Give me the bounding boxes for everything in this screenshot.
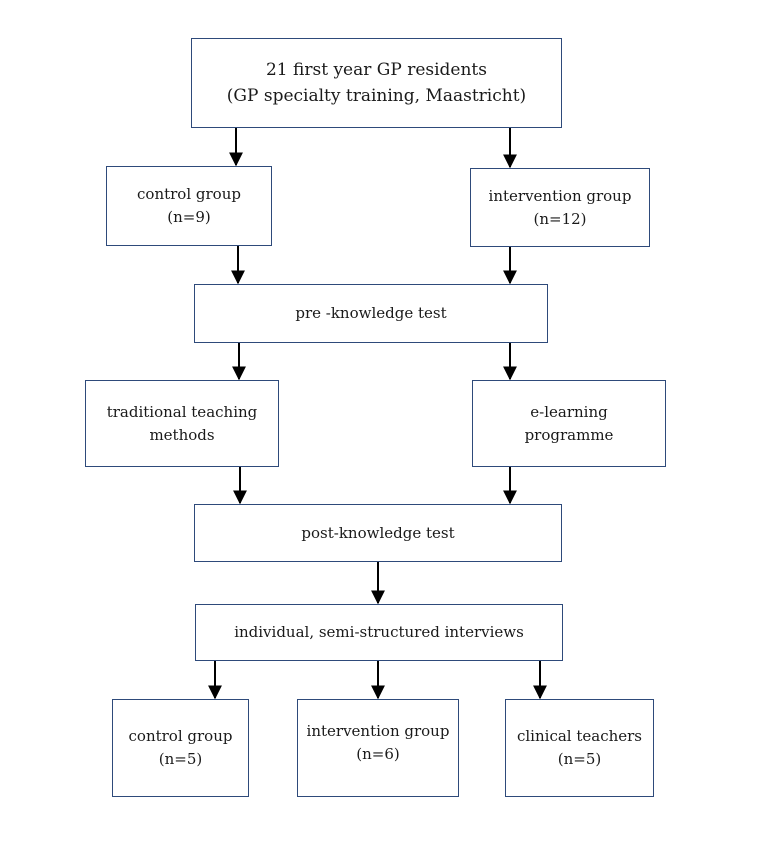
intervention-interviews-node: intervention group (n=6) bbox=[297, 699, 459, 797]
clinical-teachers-count: (n=5) bbox=[557, 750, 602, 768]
traditional-teaching-node: traditional teaching methods bbox=[85, 380, 279, 467]
elearning-line1: e-learning bbox=[530, 402, 608, 421]
intervention-interviews-count: (n=6) bbox=[356, 745, 400, 763]
interviews-label: individual, semi-structured interviews bbox=[234, 623, 524, 641]
post-knowledge-test-label: post-knowledge test bbox=[301, 523, 455, 542]
clinical-teachers-node: clinical teachers (n=5) bbox=[505, 699, 654, 797]
interviews-node: individual, semi-structured interviews bbox=[195, 604, 563, 661]
control-group-node: control group (n=9) bbox=[106, 166, 272, 246]
traditional-teaching-line1: traditional teaching bbox=[106, 402, 258, 421]
root-node-line2: (GP specialty training, Maastricht) bbox=[226, 86, 527, 106]
control-interviews-label: control group bbox=[128, 727, 233, 745]
post-knowledge-test-node: post-knowledge test bbox=[194, 504, 562, 562]
root-node-line1: 21 first year GP residents bbox=[265, 60, 487, 80]
intervention-interviews-label: intervention group bbox=[306, 722, 450, 740]
intervention-group-node: intervention group (n=12) bbox=[470, 168, 650, 247]
elearning-line2: programme bbox=[524, 425, 614, 444]
control-interviews-count: (n=5) bbox=[158, 750, 203, 768]
elearning-node: e-learning programme bbox=[472, 380, 666, 467]
intervention-group-label: intervention group bbox=[488, 186, 632, 205]
pre-knowledge-test-label: pre -knowledge test bbox=[295, 304, 447, 322]
traditional-teaching-line2: methods bbox=[149, 425, 215, 444]
intervention-group-count: (n=12) bbox=[533, 209, 587, 228]
control-group-count: (n=9) bbox=[167, 208, 211, 226]
control-interviews-node: control group (n=5) bbox=[112, 699, 249, 797]
root-node: 21 first year GP residents (GP specialty… bbox=[191, 38, 562, 128]
pre-knowledge-test-node: pre -knowledge test bbox=[194, 284, 548, 343]
control-group-label: control group bbox=[137, 185, 241, 203]
clinical-teachers-label: clinical teachers bbox=[516, 727, 643, 745]
